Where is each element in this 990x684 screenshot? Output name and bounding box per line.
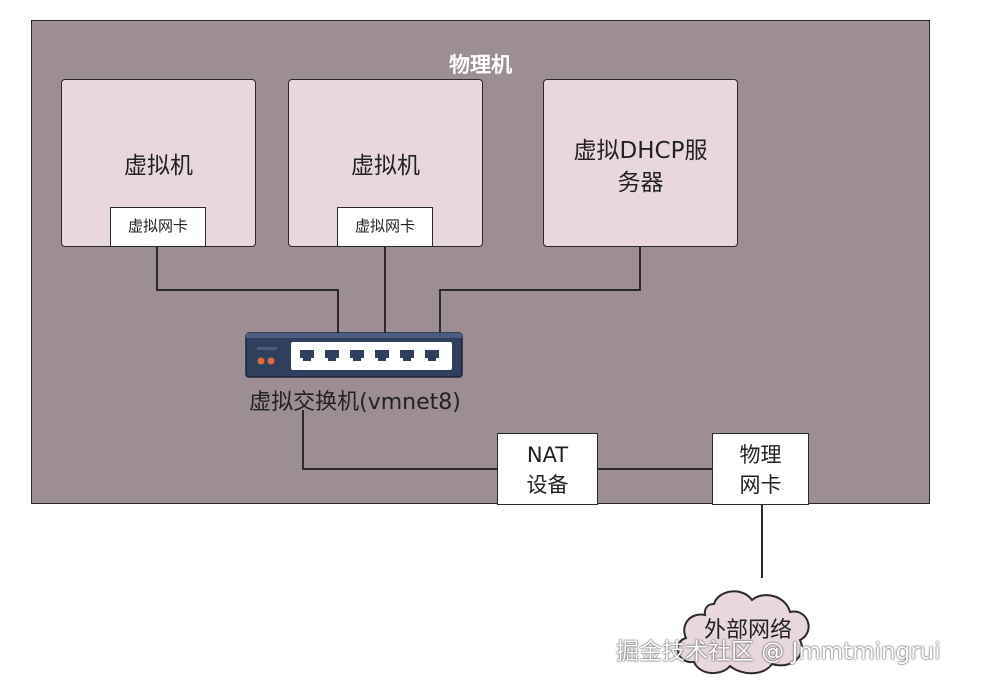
dhcp-title-line1: 虚拟DHCP服 [573, 138, 708, 164]
wire-dhcp-switch [439, 247, 641, 333]
nat-line1: NAT [526, 443, 569, 467]
vm2-virtual-nic: 虚拟网卡 [337, 207, 433, 247]
physical-nic: 物理 网卡 [712, 433, 809, 505]
network-switch-icon [245, 332, 463, 378]
virtual-machine-2: 虚拟机 虚拟网卡 [288, 79, 483, 247]
external-network-label: 外部网络 [703, 618, 792, 643]
vm2-title: 虚拟机 [351, 153, 420, 179]
vm1-virtual-nic: 虚拟网卡 [110, 207, 206, 247]
virtual-switch-label: 虚拟交换机(vmnet8) [249, 390, 461, 415]
nat-line2: 设备 [526, 473, 569, 497]
virtual-machine-1: 虚拟机 虚拟网卡 [61, 79, 256, 247]
physical-nic-line2: 网卡 [739, 473, 782, 497]
wire-vm1-switch [156, 247, 339, 333]
vm1-title: 虚拟机 [124, 153, 193, 179]
physical-nic-line1: 物理 [739, 443, 782, 467]
wire-switch-nat [302, 410, 497, 470]
cloud-icon [676, 590, 810, 675]
dhcp-title-line2: 务器 [617, 170, 664, 196]
nat-device: NAT 设备 [497, 433, 598, 505]
watermark: 掘金技术社区 @ Jmmtmingrui [616, 639, 941, 665]
virtual-dhcp-server: 虚拟DHCP服 务器 [543, 79, 738, 247]
physical-host-title: 物理机 [449, 53, 512, 77]
